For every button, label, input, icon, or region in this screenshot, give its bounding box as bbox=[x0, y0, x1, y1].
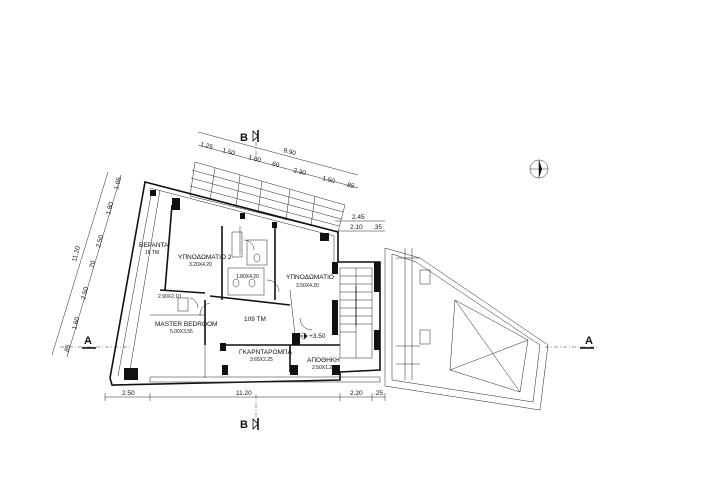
top-dim-4: .60 bbox=[269, 160, 280, 169]
bottom-dim-right: 2.20 bbox=[350, 390, 363, 397]
bottom-dimensions: 2.50 11.20 2.20 .25 bbox=[104, 390, 386, 401]
top-dim-3: 1.80 bbox=[247, 154, 261, 164]
top-dim-6: 1.50 bbox=[321, 175, 335, 185]
room-labels: ΒΕΡΑΝΤΑ 16 ΤΜ ΥΠΝΟΔΩΜΑΤΙΟ 2 3.20X4.20 ΥΠ… bbox=[139, 242, 340, 371]
left-dim-4: .70 bbox=[88, 260, 97, 271]
veranda-area: 16 ΤΜ bbox=[145, 250, 159, 256]
north-arrow-icon bbox=[529, 159, 549, 179]
wardrobe-size: 3.65X2.25 bbox=[250, 357, 273, 363]
right-dim-upper: 2.45 bbox=[352, 214, 365, 221]
left-dim-7: .85 bbox=[63, 344, 72, 355]
section-line-a: A A bbox=[60, 335, 598, 349]
master-bedroom-label: MASTER BEDROOM bbox=[155, 321, 217, 328]
section-mark-top: B bbox=[240, 132, 248, 144]
staircase bbox=[339, 267, 373, 359]
bedroom2-label: ΥΠΝΟΔΩΜΑΤΙΟ 2 bbox=[178, 254, 232, 261]
bottom-dim-end: .25 bbox=[374, 390, 383, 397]
top-dim-5: 2.30 bbox=[292, 167, 306, 177]
left-dim-5: 2.50 bbox=[80, 286, 90, 300]
left-overall-dim: 11.20 bbox=[71, 245, 82, 262]
bathroom-fixtures bbox=[177, 231, 313, 331]
right-dim-end: .35 bbox=[373, 224, 382, 231]
section-mark-right: A bbox=[585, 335, 593, 347]
top-dimensions: 9.90 1.25 1.50 1.80 .60 2.30 1.50 .85 bbox=[197, 131, 359, 190]
section-line-b: B B bbox=[240, 130, 259, 431]
level-value: +3.50 bbox=[309, 333, 326, 340]
section-mark-left: A bbox=[84, 335, 92, 347]
bath-size: 1.80X4.20 bbox=[236, 274, 259, 280]
top-dim-2: 1.50 bbox=[221, 147, 235, 157]
veranda-label: ΒΕΡΑΝΤΑ bbox=[139, 242, 169, 249]
pergola bbox=[189, 161, 346, 233]
top-overall-dim: 9.90 bbox=[282, 147, 296, 157]
bedroom2-size: 3.20X4.20 bbox=[189, 262, 212, 268]
closet-size: 2.90X2.10 bbox=[158, 294, 181, 300]
right-dim-lower: 2.10 bbox=[350, 224, 363, 231]
bottom-dim-left: 2.50 bbox=[122, 390, 135, 397]
right-dimensions: 2.45 2.10 .35 bbox=[335, 214, 385, 232]
left-dim-1: 1.05 bbox=[113, 176, 123, 190]
left-dim-2: 1.80 bbox=[105, 201, 115, 215]
left-dim-3: 2.50 bbox=[95, 234, 105, 248]
level-mark: +3.50 bbox=[300, 332, 326, 340]
storage-label: ΑΠΟΘΗΚΗ bbox=[307, 357, 340, 364]
interior-walls bbox=[150, 204, 340, 378]
top-dim-7: .85 bbox=[344, 181, 355, 190]
total-area-label: 109 ΤΜ bbox=[244, 316, 266, 323]
left-dimensions: 11.20 1.05 1.80 2.50 .70 2.50 1.60 .85 bbox=[51, 171, 123, 358]
bottom-overall-dim: 11.20 bbox=[236, 390, 252, 397]
wardrobe-label: ΓΚΑΡΝΤΑΡΟΜΠΑ bbox=[239, 349, 293, 356]
storage-size: 2.50X1.20 bbox=[312, 365, 335, 371]
bedroom-label: ΥΠΝΟΔΩΜΑΤΙΟ bbox=[286, 274, 334, 281]
section-mark-bottom: B bbox=[240, 419, 248, 431]
left-dim-6: 1.60 bbox=[71, 316, 81, 330]
master-bedroom-size: 5.00X3.55 bbox=[170, 329, 193, 335]
top-dim-1: 1.25 bbox=[199, 141, 213, 151]
building-walls bbox=[109, 181, 381, 386]
bedroom-size: 3.50X4.20 bbox=[296, 283, 319, 289]
roof-terrace bbox=[384, 247, 549, 411]
